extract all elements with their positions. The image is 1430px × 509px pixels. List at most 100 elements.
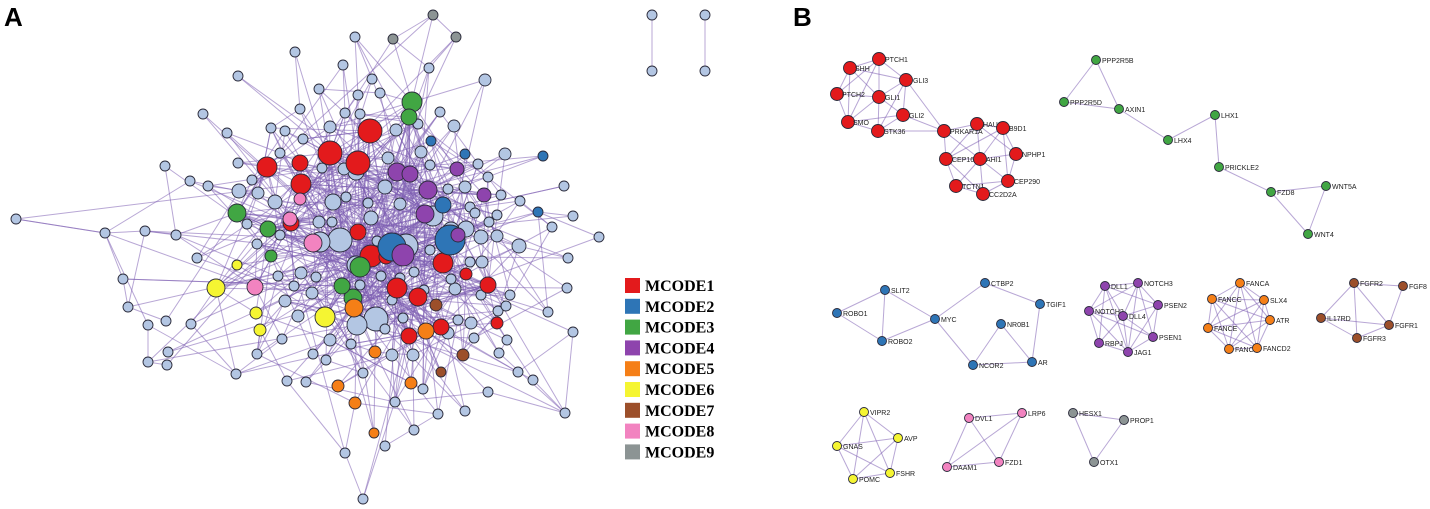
label-tctn1: TCTN1 xyxy=(962,184,985,191)
legend-label-mcode2: MCODE2 xyxy=(645,299,714,316)
network-node xyxy=(232,70,244,82)
label-ptch1: PTCH1 xyxy=(885,57,908,64)
network-node xyxy=(139,225,151,237)
edge-PSEN2-JAG1 xyxy=(1127,304,1159,353)
network-node xyxy=(459,405,471,417)
network-node xyxy=(397,312,409,324)
edge xyxy=(342,64,346,114)
edge-FGFR2-IL17RD xyxy=(1320,282,1355,319)
edge-FANCA-FANCF xyxy=(1228,282,1241,350)
network-node xyxy=(339,107,351,119)
network-node-mcode5 xyxy=(404,376,418,390)
network-node xyxy=(512,366,524,378)
network-node xyxy=(492,305,504,317)
legend-swatch-mcode2 xyxy=(625,298,640,314)
edge-FANCE-ATR xyxy=(1207,319,1271,329)
label-rbpj: RBPJ xyxy=(1105,341,1123,348)
label-notch3: NOTCH3 xyxy=(1144,281,1173,288)
label-lhx1: LHX1 xyxy=(1221,113,1239,120)
network-node-mcode5 xyxy=(368,345,382,359)
label-ar: AR xyxy=(1038,360,1048,367)
edge xyxy=(537,211,600,238)
node-lhx1 xyxy=(1210,110,1220,120)
edge xyxy=(15,218,106,234)
network-node xyxy=(327,227,353,253)
edge xyxy=(255,228,269,314)
edge xyxy=(447,332,519,373)
edge xyxy=(286,354,393,382)
node-gli3 xyxy=(899,73,913,87)
network-node xyxy=(567,210,579,222)
edge xyxy=(344,402,356,454)
mcode-legend: MCODE1MCODE2MCODE3MCODE4MCODE5MCODE6MCOD… xyxy=(625,278,714,461)
edge xyxy=(175,234,256,288)
network-node xyxy=(232,157,244,169)
label-psen1: PSEN1 xyxy=(1159,335,1182,342)
network-node xyxy=(424,159,436,171)
edge xyxy=(325,359,364,374)
node-rbpj xyxy=(1094,338,1104,348)
label-dvl1: DVL1 xyxy=(975,416,993,423)
edge xyxy=(402,317,464,356)
edge xyxy=(270,108,301,129)
network-node xyxy=(482,171,494,183)
panel-b-edges xyxy=(836,58,1404,480)
edge xyxy=(422,288,456,390)
edge xyxy=(207,162,359,187)
node-robo1 xyxy=(832,308,842,318)
label-robo2: ROBO2 xyxy=(888,339,913,346)
edge xyxy=(237,75,331,154)
edge-LHX1-PRICKLE2 xyxy=(1214,114,1220,168)
network-node xyxy=(458,180,472,194)
network-node xyxy=(357,367,369,379)
edge-GLI2-SMO xyxy=(847,114,904,123)
label-smo: SMO xyxy=(853,120,870,127)
edge xyxy=(564,331,574,414)
network-node-mcode9 xyxy=(450,31,462,43)
network-node xyxy=(381,151,395,165)
network-node-mcode4 xyxy=(418,180,438,200)
edge-FANCA-ATR xyxy=(1239,282,1271,321)
edge xyxy=(394,326,442,403)
edge-NOTCH3-NOTCH2 xyxy=(1088,282,1139,312)
network-node-mcode3 xyxy=(401,91,423,113)
edge-DLL1-JAG1 xyxy=(1104,285,1129,353)
network-node xyxy=(339,447,351,459)
network-node xyxy=(142,319,154,331)
edge xyxy=(343,78,373,170)
network-node-mcode3 xyxy=(400,108,418,126)
node-daam1 xyxy=(942,462,952,472)
network-node xyxy=(379,440,391,452)
node-prop1 xyxy=(1119,415,1129,425)
label-fancd2: FANCD2 xyxy=(1263,346,1291,353)
edge xyxy=(384,213,426,330)
network-node-isolated xyxy=(646,65,658,77)
edge-GLI2-PRKAR1A xyxy=(902,114,945,132)
network-node xyxy=(561,282,573,294)
network-node xyxy=(297,133,309,145)
node-il17rd xyxy=(1316,313,1326,323)
network-node xyxy=(307,348,319,360)
network-node xyxy=(251,186,265,200)
network-node xyxy=(274,147,286,159)
network-node xyxy=(349,31,361,43)
label-ppp2r5b: PPP2R5B xyxy=(1102,58,1134,65)
edge-SLIT2-ROBO2 xyxy=(881,289,886,342)
edge xyxy=(331,221,452,231)
edge xyxy=(342,64,359,164)
label-ahi1: AHI1 xyxy=(986,157,1002,164)
label-prkar1a: PRKAR1A xyxy=(950,129,983,136)
edge-FGF8-FGFR1 xyxy=(1388,285,1404,326)
edge xyxy=(354,36,359,96)
network-node xyxy=(251,348,263,360)
network-node xyxy=(279,125,291,137)
network-node-mcode5 xyxy=(417,322,435,340)
network-node xyxy=(352,89,364,101)
network-node-mcode4 xyxy=(450,227,466,243)
label-haus: HAUS xyxy=(983,122,1003,129)
edge xyxy=(127,230,146,308)
node-fancf xyxy=(1224,344,1234,354)
edge xyxy=(259,329,288,382)
edge-MYC-CTBP2 xyxy=(934,282,986,320)
